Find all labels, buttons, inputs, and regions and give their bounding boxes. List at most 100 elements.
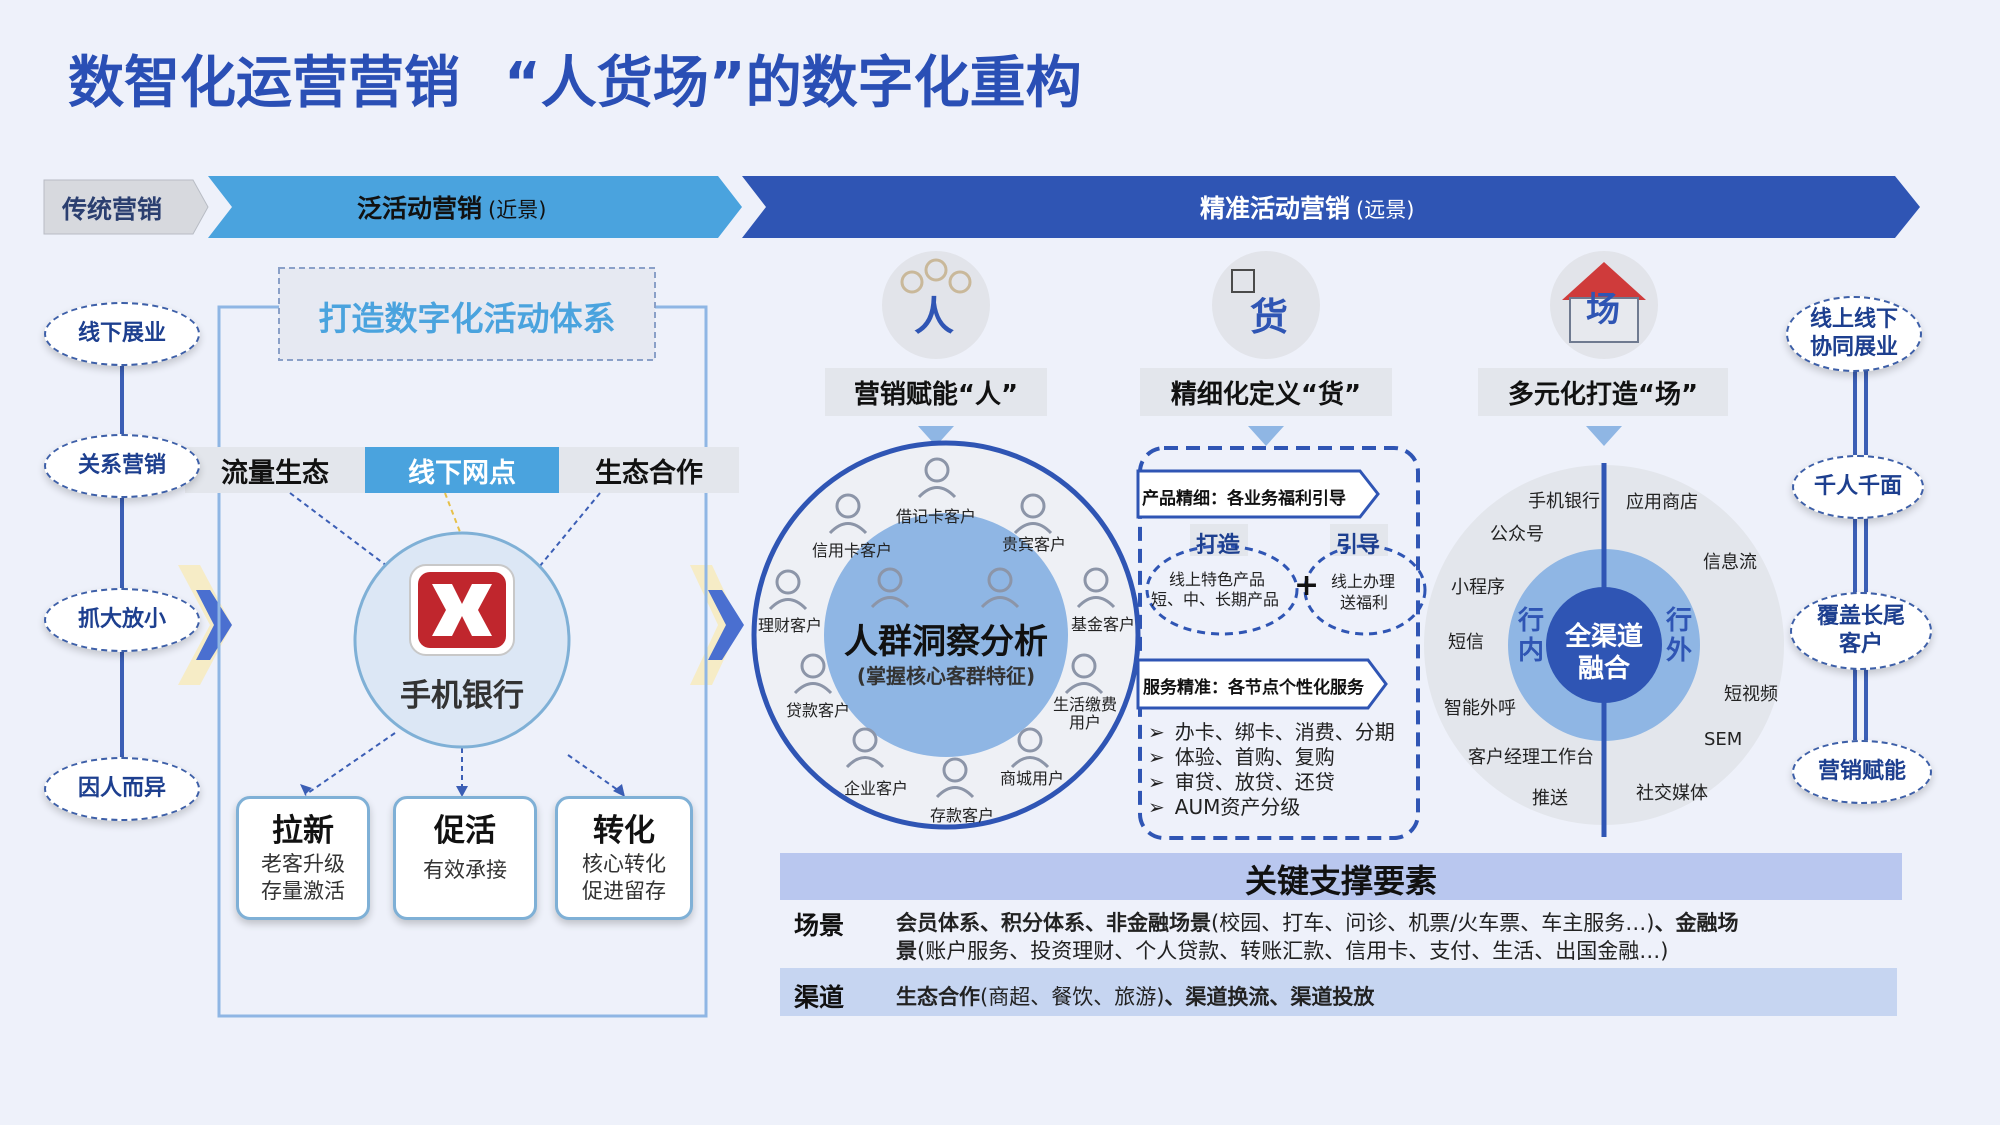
support-row2-bg [882,968,1897,1016]
box-acquisition-line-2: 存量激活 [261,879,345,903]
segment-loan: 贷款客户 [786,701,851,720]
people-center-title: 人群洞察分析 [844,622,1048,662]
channel-bold-c: 、渠道换流、渠道投放 [1164,985,1375,1009]
channel-official-account: 公众号 [1490,524,1544,545]
box-acquisition: 拉新 老客升级 存量激活 [236,796,370,920]
activity-heading: 打造数字化活动体系 [318,299,616,338]
segment-fund: 基金客户 [1071,615,1136,634]
tab-bg-1 [185,447,365,493]
channel-mobile-bank: 手机银行 [1528,491,1600,512]
support-row2-label-bg [780,968,882,1016]
people-person-icons [768,457,1116,799]
segment-credit: 信用卡客户 [812,541,893,560]
service-bullet-1: ➢ 办卡、绑卡、消费、分期 [1148,716,1395,745]
segment-deposit: 存款客户 [930,806,995,825]
right-pill-1: 线上线下协同展业 [1786,296,1922,372]
left-pill-2: 关系营销 [44,434,200,498]
scene-elements-list: (校园、打车、问诊、机票/火车票、车主服务…) [1211,911,1655,935]
goods-icon-char: 货 [1250,295,1289,339]
stage-broad-note: (近景) [488,198,547,222]
product-banner [1136,469,1380,519]
tab-traffic-ecosystem: 流量生态 [221,457,329,489]
people-center-sub: (掌握核心客群特征) [856,664,1036,688]
tab-bg-2 [365,447,559,493]
guide-tag: 引导 [1336,533,1381,558]
support-row1-label: 场景 [794,911,845,940]
bullet-text-2: 体验、首购、复购 [1174,745,1335,769]
support-row1-line1: 会员体系、积分体系、非金融场景(校园、打车、问诊、机票/火车票、车主服务…)、金… [896,907,1738,937]
scene-center-line-1: 全渠道 [1564,622,1643,652]
stage-precise-name: 精准活动营销 [1200,194,1351,223]
box-conversion-line-2: 促进留存 [582,879,666,903]
channel-bold-a: 生态合作 [896,985,980,1009]
scene-label: 多元化打造“场” [1507,379,1699,410]
title-sub: “人货场”的数字化重构 [504,51,1082,116]
stage-precise-note: (远景) [1356,198,1415,222]
box-activation-title: 促活 [434,813,496,849]
support-row1-bg [780,903,1902,965]
left-pill-1: 线下展业 [44,302,200,366]
make-tag: 打造 [1196,533,1241,558]
support-title: 关键支撑要素 [1244,862,1437,900]
box-activation: 促活 有效承接 [393,796,537,920]
make-line-2: 短、中、长期产品 [1151,590,1280,609]
goods-frame [1138,446,1420,840]
bullet-text-3: 审贷、放贷、还贷 [1174,770,1335,794]
channel-app-store: 应用商店 [1626,492,1698,513]
channel-feed: 信息流 [1703,552,1757,573]
left-pill-3: 抓大放小 [44,588,200,652]
guide-line-1: 线上办理 [1331,572,1396,591]
support-row1-line2: 景(账户服务、投资理财、个人贷款、转账汇款、信用卡、支付、生活、出国金融…) [896,935,1668,965]
box-conversion: 转化 核心转化 促进留存 [555,796,693,920]
stage-arrow-broad [208,176,742,238]
bullet-mark-1: ➢ [1148,720,1165,744]
service-banner [1136,658,1388,710]
make-ellipse [1145,544,1299,636]
box-conversion-line-1: 核心转化 [582,852,666,876]
scene-elements-tail: 、金融场 [1654,911,1739,935]
box-acquisition-line-1: 老客升级 [261,852,345,876]
guide-tag-bg [1330,524,1388,556]
goods-label: 精细化定义“货” [1170,379,1362,410]
make-line-1: 线上特色产品 [1169,570,1266,589]
segment-debit: 借记卡客户 [896,507,977,526]
stage-broad-label: 泛活动营销(近景) [357,189,546,225]
left-chevron-blue [196,590,232,660]
stage-arrow-traditional [43,179,209,235]
right-pill-2: 千人千面 [1792,455,1924,519]
service-bullet-2: ➢ 体验、首购、复购 [1148,741,1335,770]
guide-ellipse [1303,544,1427,636]
channel-list: (商超、餐饮、旅游) [980,985,1165,1009]
channel-manager-workbench: 客户经理工作台 [1468,747,1594,768]
tab-bg-3 [559,447,739,493]
support-row2-text: 生态合作(商超、餐饮、旅游)、渠道换流、渠道投放 [896,981,1374,1011]
channel-social-media: 社交媒体 [1636,783,1708,804]
people-label: 营销赋能“人” [853,379,1019,410]
stage-traditional-label: 传统营销 [62,195,163,224]
activity-heading-box [278,267,656,361]
channel-mini-program: 小程序 [1451,577,1505,598]
bullet-mark-3: ➢ [1148,770,1165,794]
right-pill-1-text: 线上线下协同展业 [1809,307,1898,360]
scene-label-bg [1478,368,1728,416]
right-pill-3-text: 覆盖长尾客户 [1816,604,1905,657]
goods-label-bg [1140,368,1392,416]
page-title: 数智化运营营销“人货场”的数字化重构 [68,38,1082,119]
segment-vip: 贵宾客户 [1002,535,1067,554]
bullet-mark-2: ➢ [1148,745,1165,769]
channel-sem: SEM [1704,729,1743,750]
guide-line-2: 送福利 [1340,593,1389,612]
finance-scene-bold: 景 [896,939,917,963]
support-title-bg [780,853,1902,900]
people-icon-char: 人 [914,294,954,340]
bullet-text-1: 办卡、绑卡、消费、分期 [1174,720,1395,744]
make-tag-bg [1190,524,1248,556]
tab-ecosystem-partners: 生态合作 [595,457,703,489]
people-icon-circle [882,251,990,359]
segment-mall: 商城用户 [1000,769,1065,788]
stage-broad-name: 泛活动营销 [357,194,483,223]
mid-chevron-blue [708,590,744,660]
channel-sms: 短信 [1448,632,1484,653]
